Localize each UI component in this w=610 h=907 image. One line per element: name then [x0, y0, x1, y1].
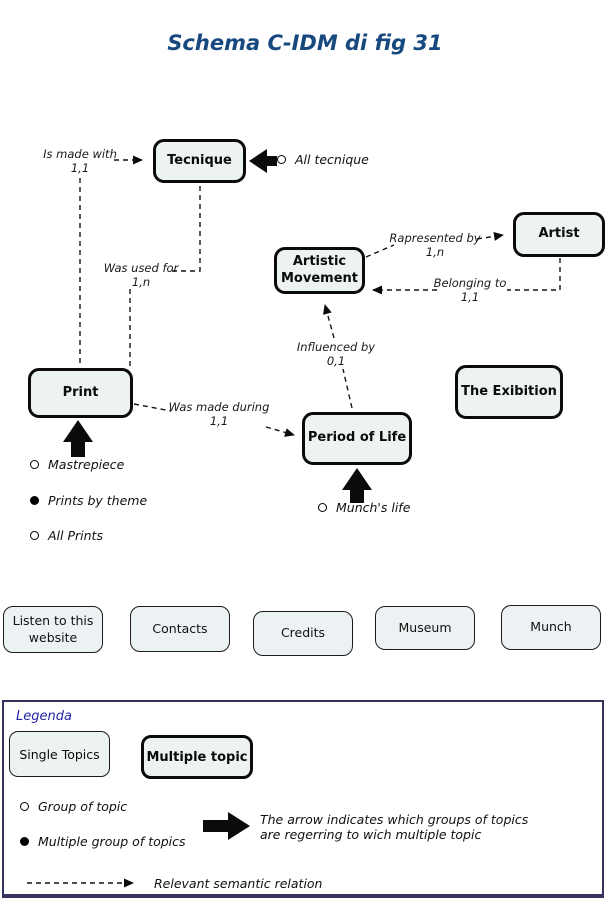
group-label-all-tecnique: All tecnique [277, 152, 369, 167]
group-label-prints-by-theme: Prints by theme [30, 493, 147, 508]
hollow-circle-icon [30, 460, 39, 469]
group-label-munchs-life: Munch's life [318, 500, 410, 515]
node-period-of-life: Period of Life [302, 412, 412, 465]
relation-name: Belonging to [433, 276, 507, 290]
legend-arrow-note-line2: are regerring to wich multiple topic [260, 827, 482, 842]
group-name: Prints by theme [48, 493, 148, 508]
node-tecnique: Tecnique [153, 139, 246, 183]
relation-name: Was used for [103, 261, 179, 275]
relation-name: Is made with [43, 147, 117, 161]
group-label-mastrepiece: Mastrepiece [30, 457, 124, 472]
relation-cardinality: 1,1 [460, 290, 480, 305]
relation-label-influenced-by: Influenced by 0,1 [286, 340, 386, 368]
legend-title: Legenda [16, 709, 72, 724]
group-name: Mastrepiece [48, 457, 125, 472]
dashed-arrow-influenced-by-to-movement [323, 304, 335, 339]
hollow-circle-icon [318, 503, 327, 512]
relation-cardinality: 1,n [131, 275, 151, 290]
relation-name: Rapresented by [389, 231, 481, 245]
group-name: Munch's life [336, 500, 411, 515]
legend-arrow-note: The arrow indicates which groups of topi… [260, 812, 528, 842]
dashed-line-period-to-influenced-by [342, 368, 353, 409]
relation-name: Was made during [168, 400, 270, 414]
node-artistic-movement: Artistic Movement [274, 247, 365, 294]
node-the-exibition: The Exibition [455, 365, 563, 419]
nav-button-munch[interactable]: Munch [501, 605, 601, 650]
page-title: Schema C-IDM di fig 31 [167, 31, 443, 55]
legend-arrow-note-line1: The arrow indicates which groups of topi… [260, 812, 529, 827]
hollow-circle-icon [30, 531, 39, 540]
node-print: Print [28, 368, 133, 418]
filled-circle-icon [20, 837, 29, 846]
relation-cardinality: 1,1 [209, 414, 229, 429]
nav-button-museum[interactable]: Museum [375, 606, 475, 650]
legend-panel: Legenda Single Topics Multiple topic Gro… [2, 700, 604, 898]
legend-multiple-group-of-topics: Multiple group of topics [20, 834, 186, 849]
legend-group-of-topic: Group of topic [20, 799, 127, 814]
relation-cardinality: 1,n [425, 245, 445, 260]
solid-left-arrow-icon [249, 149, 277, 173]
hollow-circle-icon [20, 802, 29, 811]
filled-circle-icon [30, 496, 39, 505]
node-artist: Artist [513, 212, 605, 257]
legend-multiple-topic-box: Multiple topic [141, 735, 253, 779]
relation-label-was-made-during: Was made during 1,1 [159, 400, 279, 428]
legend-item-label: Group of topic [38, 799, 128, 814]
legend-single-topic-box: Single Topics [9, 731, 110, 777]
nav-button-credits[interactable]: Credits [253, 611, 353, 656]
legend-dashed-note: Relevant semantic relation [154, 876, 323, 891]
relation-label-was-used-for: Was used for 1,n [91, 261, 191, 289]
hollow-circle-icon [277, 155, 286, 164]
relation-label-is-made-with: Is made with 1,1 [30, 147, 130, 175]
solid-up-arrow-print-icon [63, 420, 93, 457]
relation-label-rapresented-by: Rapresented by 1,n [385, 231, 485, 259]
nav-button-contacts[interactable]: Contacts [130, 606, 230, 652]
group-name: All tecnique [295, 152, 369, 167]
dashed-line-tecnique-to-was-used-for [172, 186, 201, 272]
relation-label-belonging-to: Belonging to 1,1 [420, 276, 520, 304]
relation-name: Influenced by [296, 340, 376, 354]
solid-up-arrow-period-icon [342, 468, 372, 503]
nav-button-listen-to-this-website[interactable]: Listen to this website [3, 606, 103, 653]
group-name: All Prints [48, 528, 103, 543]
group-label-all-prints: All Prints [30, 528, 103, 543]
dashed-arrow-was-made-during-to-period [265, 426, 295, 437]
legend-item-label: Multiple group of topics [38, 834, 186, 849]
relation-cardinality: 0,1 [326, 354, 346, 369]
relation-cardinality: 1,1 [70, 161, 90, 176]
